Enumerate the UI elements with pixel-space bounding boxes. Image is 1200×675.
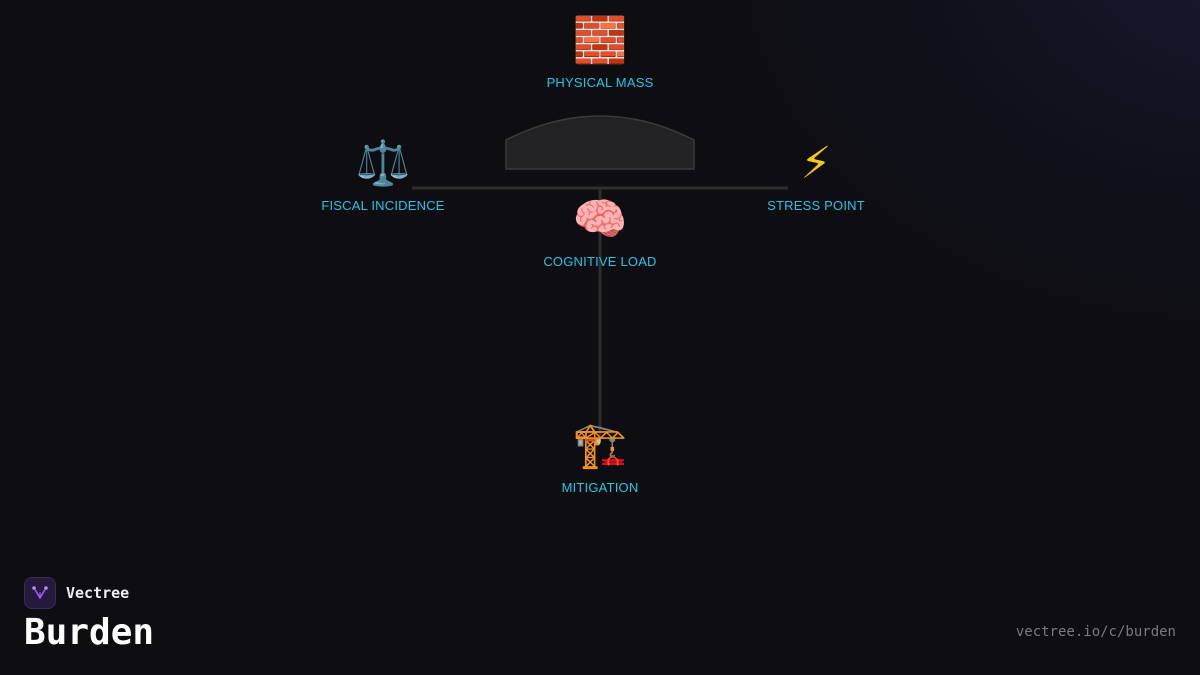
node-stress-point[interactable]: ⚡ STRESS POINT (716, 136, 916, 213)
node-label: COGNITIVE LOAD (543, 254, 657, 269)
node-label: FISCAL INCIDENCE (321, 198, 445, 213)
page-url[interactable]: vectree.io/c/burden (1015, 624, 1176, 640)
brain-icon: 🧠 (572, 194, 628, 245)
node-cognitive-load[interactable]: 🧠 COGNITIVE LOAD (500, 192, 700, 269)
load-dome-shape (505, 115, 695, 170)
vectree-logo-icon (24, 577, 56, 609)
brand[interactable]: Vectree (24, 577, 129, 609)
node-fiscal-incidence[interactable]: ⚖️ FISCAL INCIDENCE (283, 136, 483, 213)
node-label: PHYSICAL MASS (546, 75, 654, 90)
node-label: MITIGATION (561, 480, 639, 495)
page-title: Burden (24, 612, 155, 653)
scales-icon: ⚖️ (355, 138, 411, 189)
brick-icon: 🧱 (572, 15, 628, 66)
crane-icon: 🏗️ (572, 420, 628, 471)
node-label: STRESS POINT (767, 198, 865, 213)
node-mitigation[interactable]: 🏗️ MITIGATION (500, 418, 700, 495)
brand-name: Vectree (66, 584, 130, 602)
node-physical-mass[interactable]: 🧱 PHYSICAL MASS (500, 13, 700, 90)
lightning-icon: ⚡ (800, 138, 832, 189)
